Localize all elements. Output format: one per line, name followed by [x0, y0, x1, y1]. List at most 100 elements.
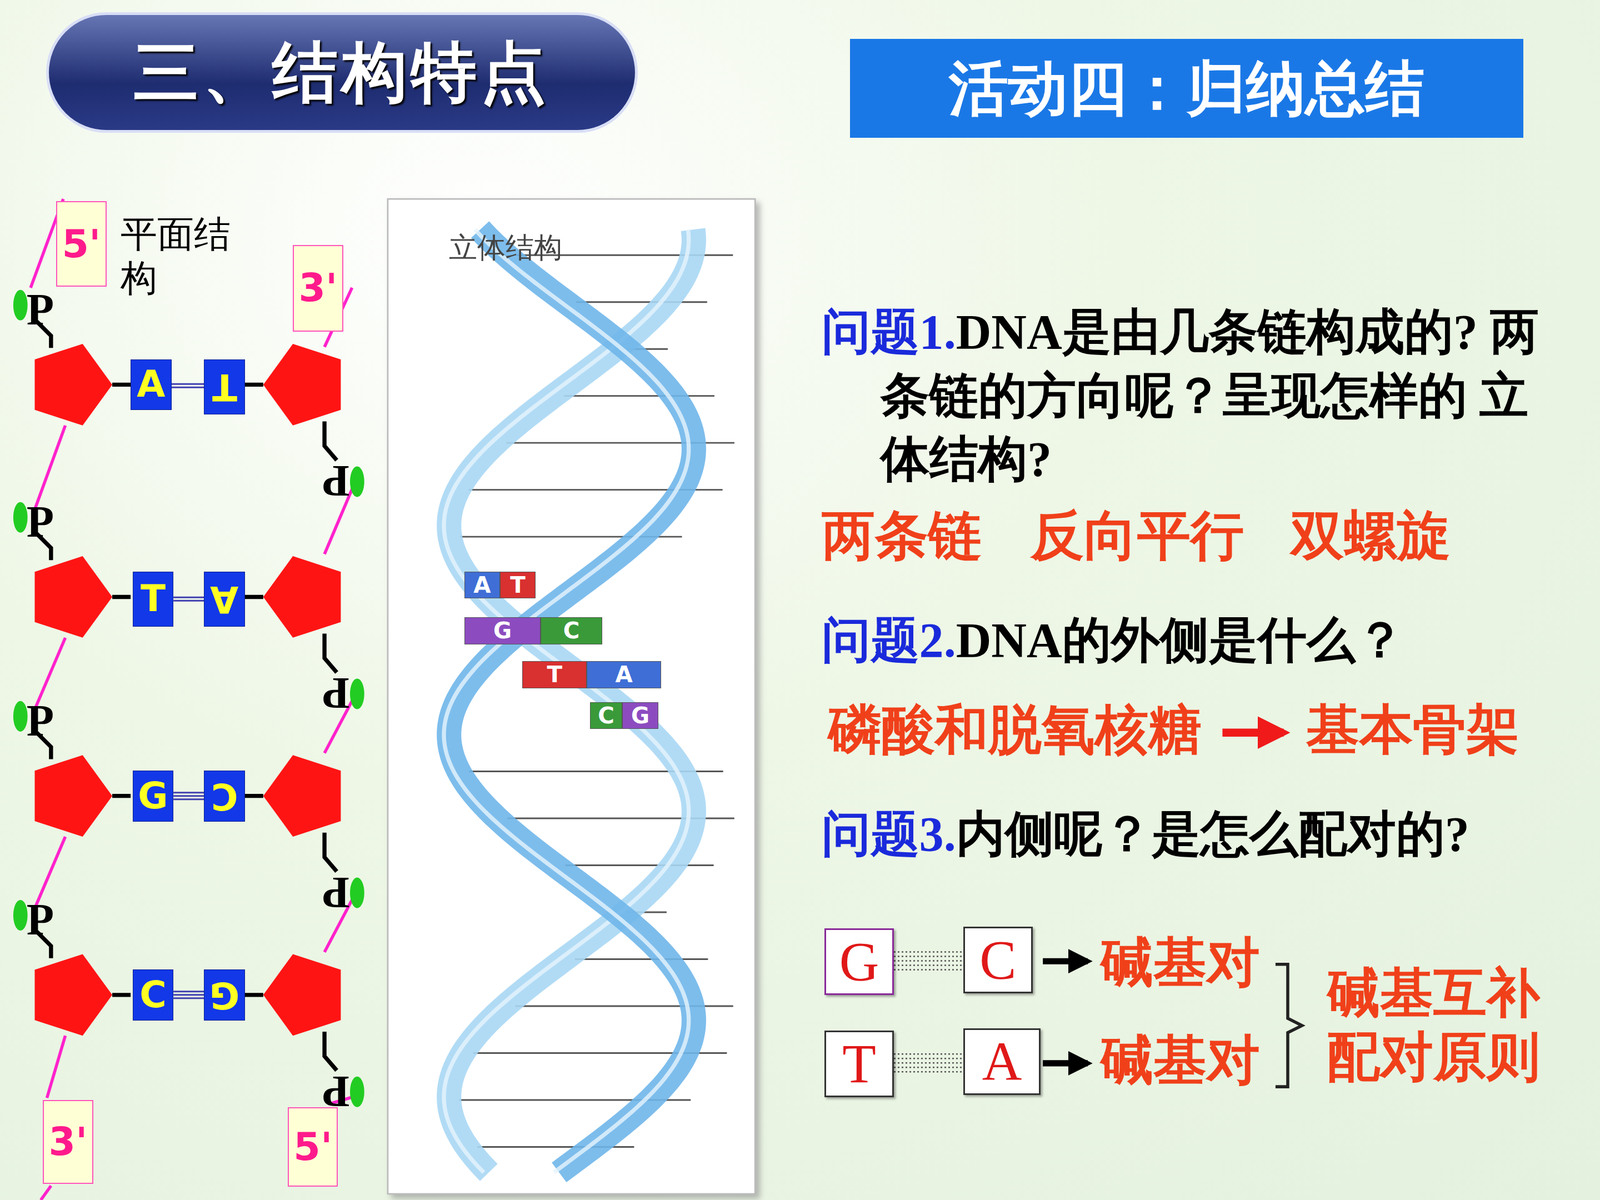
node-label: G [493, 617, 512, 644]
brace [1275, 964, 1303, 1087]
question-text: DNA是由几条链构成的? 两条链的方向呢？呈现怎样的 立体结构? [880, 304, 1539, 487]
backbone-strand [40, 1185, 51, 1200]
base-box: G [203, 969, 245, 1021]
question-text: DNA的外侧是什么？ [956, 612, 1405, 668]
phosphate-link [324, 633, 337, 673]
answer-text: 磷酸和脱氧核糖 [828, 697, 1202, 762]
helix-base-box: G [464, 617, 542, 644]
question-block: 问题3.内侧呢？是怎么配对的? [821, 802, 1577, 867]
phosphate-letter: P [322, 666, 350, 720]
node-label: A [982, 1030, 1023, 1094]
phosphate-letter: P [26, 495, 54, 549]
node-label: A [615, 661, 633, 688]
node-label: T [212, 365, 238, 408]
node-label: T [140, 577, 166, 620]
deoxyribose-pentagon [34, 755, 113, 837]
helix-base-box: T [500, 571, 536, 599]
activity-banner: 活动四：归纳总结 [850, 38, 1524, 138]
base-box: C [203, 770, 245, 822]
glycosidic-bond [245, 992, 264, 997]
node-label: T [546, 661, 563, 688]
helix-base-box: C [590, 702, 623, 729]
node-label: C [563, 617, 580, 644]
pointer-arrow [1042, 958, 1088, 965]
base-box: G [132, 770, 174, 822]
question-number: 问题3. [821, 806, 957, 862]
question-number: 问题1. [821, 304, 957, 359]
phosphate-dot [350, 466, 365, 497]
deoxyribose-pentagon [263, 556, 342, 638]
answer-text: 双螺旋 [1290, 503, 1451, 568]
base-card: T [824, 1030, 894, 1098]
end-label-box: 3' [292, 245, 344, 332]
end-label-box: 3' [42, 1100, 94, 1184]
structure-caption: 立体结构 [448, 230, 563, 265]
helix-highlight [443, 229, 689, 1173]
deoxyribose-pentagon [263, 953, 342, 1036]
pointer-arrow [1042, 1060, 1088, 1067]
node-label: A [136, 363, 165, 406]
node-label: C [979, 928, 1017, 992]
base-box: A [203, 571, 245, 627]
phosphate-link [324, 1031, 337, 1071]
base-box: T [203, 359, 245, 415]
phosphate-dot [13, 900, 28, 931]
question-text: 内侧呢？是怎么配对的? [956, 806, 1470, 862]
helix-panel [387, 198, 755, 1194]
phosphate-dot [350, 1076, 365, 1108]
red-arrow [1222, 728, 1284, 737]
hydrogen-bond [173, 792, 204, 800]
rule-text: 碱基互补配对原则 [1326, 961, 1554, 1089]
base-box: C [132, 969, 174, 1021]
hydrogen-bond [173, 597, 204, 601]
base-rung [576, 301, 708, 303]
question-block: 问题2.DNA的外侧是什么？ [821, 608, 1577, 673]
deoxyribose-pentagon [263, 755, 342, 837]
phosphate-letter: P [26, 282, 54, 337]
base-rung [565, 864, 714, 867]
glycosidic-bond [112, 382, 131, 387]
phosphate-letter: P [322, 865, 350, 920]
deoxyribose-pentagon [34, 953, 113, 1036]
phosphate-letter: P [26, 693, 54, 748]
node-label: G [137, 775, 168, 818]
node-label: C [597, 702, 615, 729]
answer-text: 基本骨架 [1306, 697, 1520, 762]
question-number: 问题2. [821, 612, 957, 668]
answer-text: 碱基对 [1100, 930, 1260, 995]
deoxyribose-pentagon [34, 343, 113, 426]
helix-strand [448, 229, 694, 1173]
hydrogen-bond [173, 991, 204, 999]
phosphate-dot [13, 290, 28, 321]
base-card: C [963, 926, 1033, 994]
node-label: A [473, 572, 491, 598]
node-label: 3' [298, 266, 338, 310]
base-card: G [824, 928, 894, 995]
question-block: 问题1.DNA是由几条链构成的? 两条链的方向呢？呈现怎样的 立体结构? [821, 300, 1577, 492]
helix-base-box: A [464, 571, 500, 599]
glycosidic-bond [112, 992, 131, 997]
phosphate-link [324, 832, 337, 872]
node-label: 5' [61, 222, 101, 266]
phosphate-letter: P [26, 892, 54, 947]
node-label: 5' [293, 1125, 333, 1169]
end-label-box: 5' [56, 201, 107, 287]
node-label: T [510, 572, 526, 598]
deoxyribose-pentagon [263, 343, 342, 426]
glycosidic-bond [245, 793, 264, 798]
hydrogen-bond [171, 383, 205, 388]
base-box: A [130, 359, 172, 411]
answer-text: 碱基对 [1100, 1028, 1260, 1093]
base-rung [563, 395, 715, 397]
node-label: 3' [48, 1120, 88, 1164]
helix-base-box: T [522, 661, 587, 688]
node-label: G [631, 702, 650, 729]
answer-text: 两条链 [821, 503, 982, 568]
answer-text: 反向平行 [1030, 503, 1244, 568]
glycosidic-bond [245, 382, 264, 387]
node-label: G [839, 930, 880, 994]
phosphate-dot [13, 502, 28, 533]
helix-strand [448, 229, 694, 1173]
base-box: T [132, 571, 174, 627]
glycosidic-bond [112, 793, 131, 798]
